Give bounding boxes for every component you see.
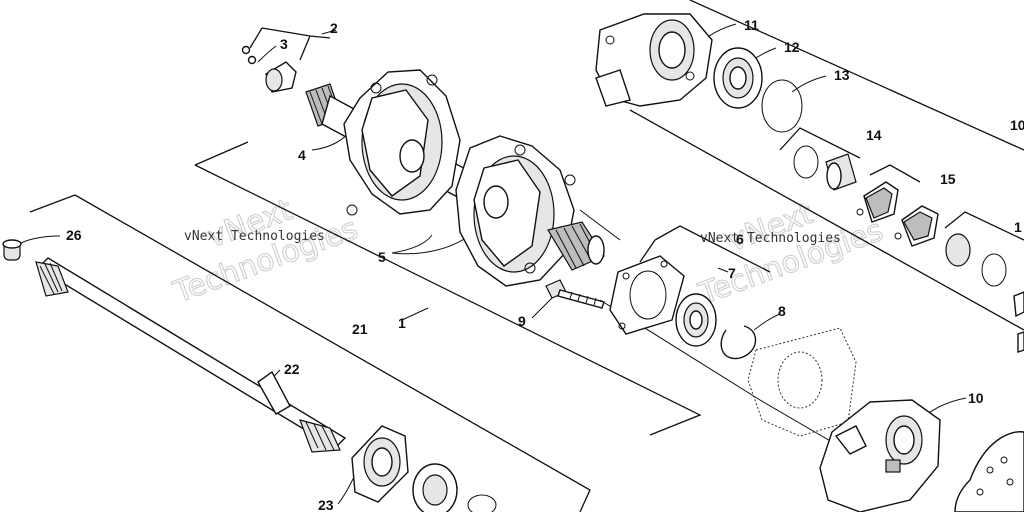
part-5-drive-sprocket-assembly <box>305 69 605 287</box>
part-13-snap-ring <box>761 79 803 133</box>
callout-12: 12 <box>784 39 800 55</box>
callout-23: 23 <box>318 497 334 512</box>
callout-10-lower: 10 <box>968 390 984 406</box>
part-10-lower-bearing-housing <box>819 399 941 512</box>
part-2-bushing <box>265 61 297 93</box>
callout-7: 7 <box>728 265 736 281</box>
part-sprocket-partial <box>954 431 1024 512</box>
bracket-lines <box>29 0 1024 512</box>
callout-16: 1 <box>1014 219 1022 235</box>
part-6-flange-plate <box>609 255 685 335</box>
watermark-text-left: vNext Technologies <box>184 229 325 244</box>
part-11-upper-bearing-housing <box>595 13 713 107</box>
part-26-end-cap <box>2 239 22 261</box>
part-22-drive-shaft <box>35 257 347 453</box>
callout-15: 15 <box>940 171 956 187</box>
part-3-clips <box>241 45 257 65</box>
part-gasket <box>747 327 857 437</box>
part-16-bushing-ring <box>945 233 1024 353</box>
part-14-spacers <box>793 145 857 191</box>
callout-4: 4 <box>298 147 306 163</box>
callout-14: 14 <box>866 127 882 143</box>
callout-3: 3 <box>280 36 288 52</box>
part-23-flange-housing <box>351 425 497 512</box>
callout-9: 9 <box>518 313 526 329</box>
part-12-bearing <box>713 47 763 109</box>
callout-26: 26 <box>66 227 82 243</box>
callout-5: 5 <box>378 249 386 265</box>
callout-21: 21 <box>352 321 368 337</box>
callout-22: 22 <box>284 361 300 377</box>
callout-1: 1 <box>398 315 406 331</box>
callout-13: 13 <box>834 67 850 83</box>
watermark-text-right: vNext Technologies <box>700 231 841 246</box>
callout-11: 11 <box>744 17 759 33</box>
callout-labels: 2 3 4 5 1 9 6 7 8 10 11 12 13 14 15 10 1… <box>66 17 1024 512</box>
part-9-bolt <box>545 279 605 309</box>
callout-2: 2 <box>330 20 338 36</box>
part-8-snap-ring <box>720 325 757 360</box>
callout-6: 6 <box>736 231 744 247</box>
part-7-bearing <box>675 293 717 347</box>
callout-8: 8 <box>778 303 786 319</box>
callout-10-upper: 10 <box>1010 117 1024 133</box>
part-15-brake-pads <box>856 181 939 247</box>
